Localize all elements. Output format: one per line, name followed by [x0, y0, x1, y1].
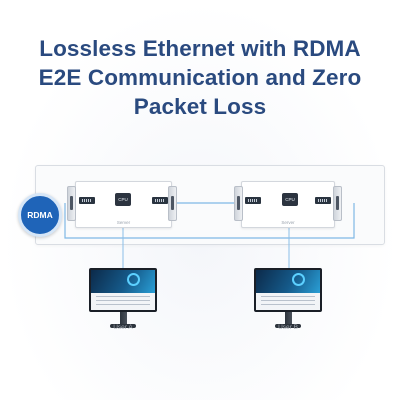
server-node-left: CPU Server [75, 181, 172, 228]
nic-right-a [245, 197, 261, 204]
cpu-chip-right: CPU [282, 193, 298, 206]
rdma-badge: RDMA [18, 193, 62, 237]
title-line-2: E2E Communication and Zero [38, 65, 362, 90]
user-b-label: User B [278, 324, 298, 331]
nic-left-b [152, 197, 168, 204]
port-left-inner [168, 186, 177, 221]
monitor-stand-b [284, 312, 292, 324]
port-right-inner [234, 186, 243, 221]
server-label-right: Server [281, 220, 295, 225]
monitor-user-b [254, 268, 322, 328]
monitor-screen-b [254, 268, 322, 312]
monitor-base-b [275, 324, 301, 328]
nic-left-a [79, 197, 95, 204]
title-line-1: Lossless Ethernet with RDMA [39, 36, 361, 61]
monitor-screen-a [89, 268, 157, 312]
server-node-right: CPU Server [241, 181, 335, 228]
title-line-3: Packet Loss [133, 94, 267, 119]
server-label-left: Server [116, 220, 131, 225]
port-left-outer [67, 186, 76, 221]
user-a-label: User A [113, 324, 133, 331]
nic-right-b [315, 197, 331, 204]
port-right-outer [333, 186, 342, 221]
monitor-user-a [89, 268, 157, 328]
monitor-stand-a [119, 312, 127, 324]
monitor-base-a [110, 324, 136, 328]
cpu-chip-left: CPU [115, 193, 131, 206]
page-title: Lossless Ethernet with RDMA E2E Communic… [0, 34, 400, 121]
